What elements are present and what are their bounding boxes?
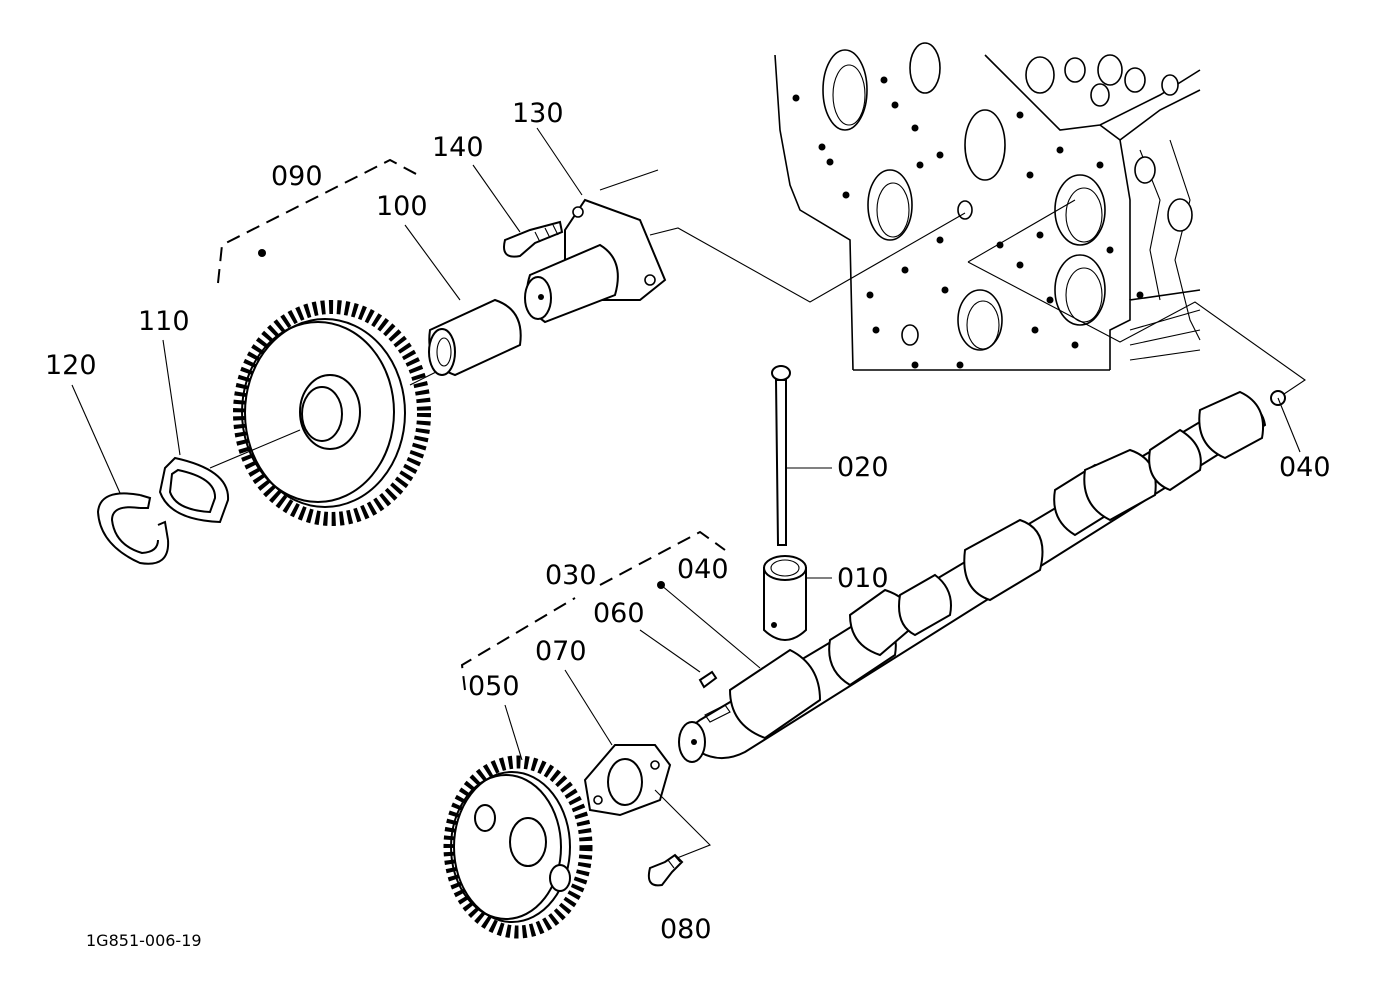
- thrust-plate-070: [583, 744, 672, 817]
- label-070: 070: [535, 636, 587, 667]
- engine-block: [774, 42, 1201, 371]
- label-140: 140: [432, 132, 484, 163]
- label-110: 110: [138, 306, 190, 337]
- drawing-code: 1G851-006-19: [86, 931, 202, 950]
- label-060: 060: [593, 598, 645, 629]
- label-030: 030: [545, 560, 597, 591]
- bracket-090: [217, 158, 419, 284]
- leader-line-block-040: [967, 199, 1306, 399]
- idler-gear-090: [233, 300, 431, 526]
- key-060: [698, 670, 718, 689]
- label-050: 050: [468, 671, 520, 702]
- label-040-camshaft: 040: [677, 554, 729, 585]
- camshaft-040: [678, 390, 1267, 763]
- label-120: 120: [45, 350, 97, 381]
- leader-line-block-130: [649, 212, 966, 303]
- label-040-ball: 040: [1279, 452, 1331, 483]
- bolt-140: [503, 220, 564, 258]
- label-100: 100: [376, 191, 428, 222]
- idler-shaft-130: [524, 198, 667, 324]
- bushing-100: [428, 298, 522, 377]
- tappet-010: [763, 555, 807, 641]
- cam-gear-050: [443, 755, 593, 939]
- label-090: 090: [271, 161, 323, 192]
- label-010: 010: [837, 563, 889, 594]
- push-rod-020: [771, 365, 791, 546]
- kit-dot-090: [258, 249, 266, 257]
- label-020: 020: [837, 452, 889, 483]
- washer-110: [158, 456, 230, 524]
- label-080: 080: [660, 914, 712, 945]
- snap-ring-120: [96, 492, 170, 565]
- label-130: 130: [512, 98, 564, 129]
- bolt-080: [647, 853, 684, 887]
- bracket-030: [460, 530, 726, 691]
